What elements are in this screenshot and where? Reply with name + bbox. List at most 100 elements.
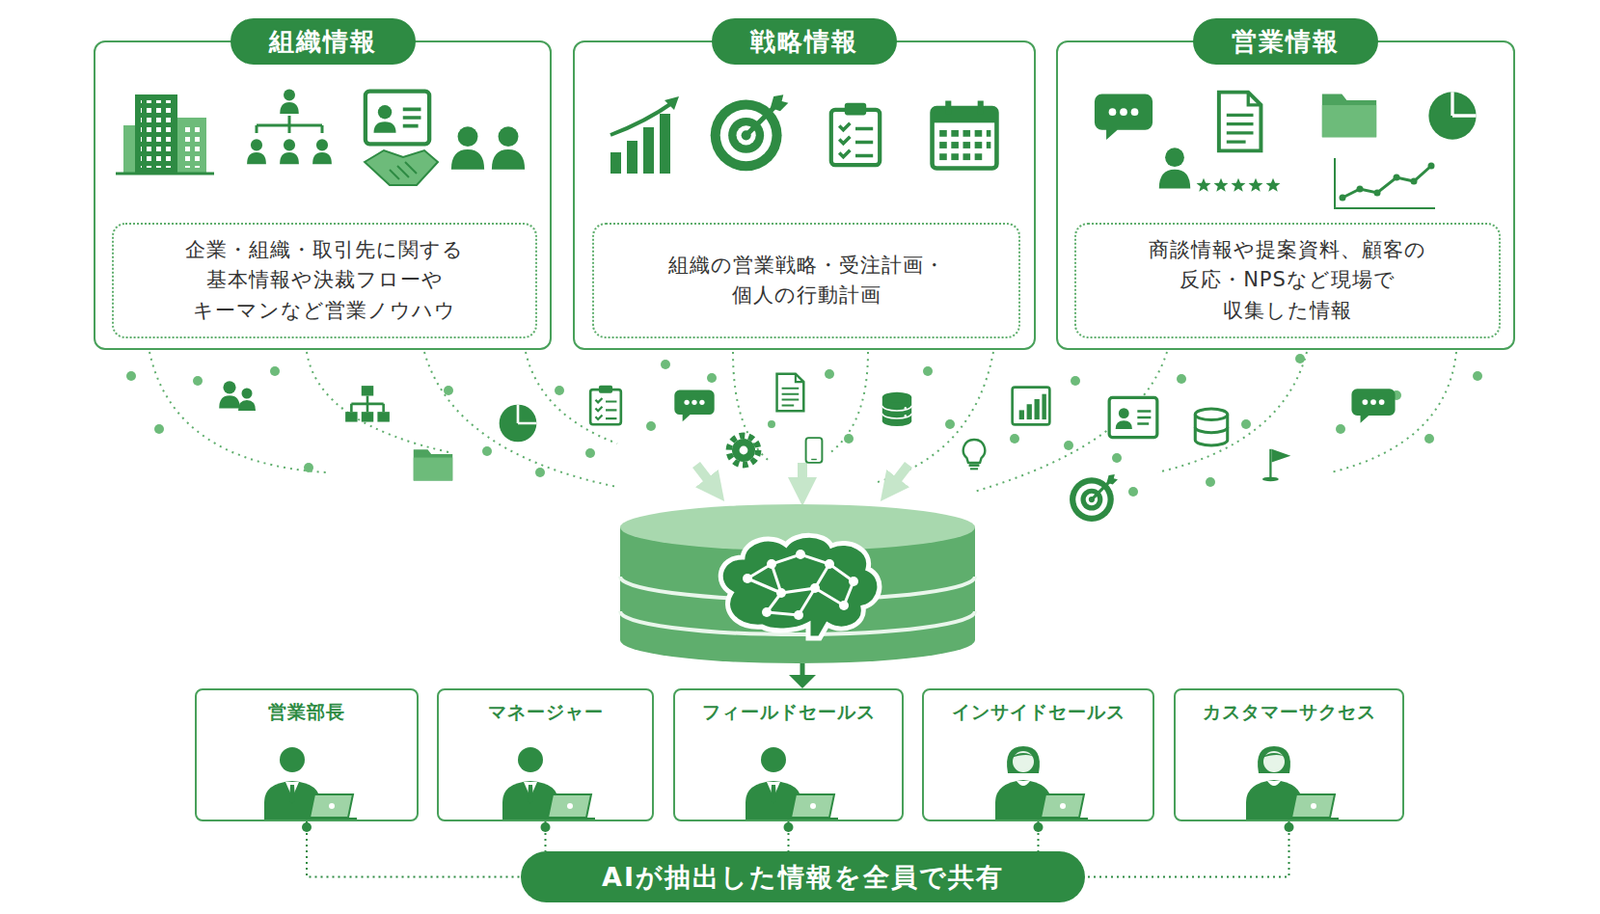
gear-icon: [729, 435, 759, 465]
id-card-handshake-icon: [365, 91, 430, 145]
chat-icon: [674, 390, 714, 423]
bar-chart-icon: [1012, 387, 1051, 426]
group-heading: 組織情報: [230, 18, 416, 65]
scatter-dots: [270, 366, 280, 377]
flow-curves: [877, 352, 994, 483]
pie-chart-icon: [499, 405, 538, 443]
scatter-dots: [1295, 353, 1305, 364]
line-chart-icon: [1410, 178, 1418, 186]
manager-figure: [502, 747, 596, 822]
manager-figure: [264, 747, 357, 822]
info-group: 戦略情報組織の営業戦略・受注計画・ 個人の行動計画: [572, 40, 1036, 351]
connector-dot: [301, 822, 312, 833]
scatter-dots: [945, 419, 955, 430]
share-connector: [541, 821, 551, 852]
checklist-icon: [590, 385, 622, 425]
person-icon: [238, 388, 256, 412]
checklist-icon: [831, 103, 880, 165]
customer-rating-icon: [1159, 147, 1281, 191]
building-icon: [177, 117, 207, 174]
flow-curves: [424, 352, 618, 488]
scatter-dots: [482, 446, 492, 457]
label-text: インサイドセールス: [923, 700, 1153, 726]
output-arrow: [788, 675, 816, 689]
role-box: フィールドセールス: [673, 688, 904, 822]
flow-curves: [1330, 352, 1457, 473]
output-arrow: [800, 663, 806, 678]
scatter-dots: [1205, 477, 1216, 488]
output-arrow: [788, 663, 816, 689]
flow-curves: [974, 352, 1167, 492]
org-chart-icon: [246, 89, 332, 165]
scatter-dots: [1241, 419, 1251, 430]
flow-curves: [149, 352, 326, 473]
customer-rating-icon: [1248, 178, 1264, 192]
scatter-dots: [154, 424, 164, 434]
brain-icon: [742, 573, 753, 584]
id-card-handshake-icon: [364, 150, 438, 186]
building-icon: [123, 125, 137, 174]
group-heading: 戦略情報: [711, 18, 897, 65]
label-text: フィールドセールス: [675, 700, 902, 726]
line-chart-icon: [1342, 165, 1432, 198]
scatter-dots: [1472, 371, 1483, 381]
description-text: 商談情報や提案資料、顧客の 反応・NPSなど現場で 収集した情報: [1137, 235, 1438, 327]
growth-chart-icon: [664, 96, 679, 110]
growth-chart-icon: [610, 96, 679, 174]
org-chart-icon: [312, 138, 332, 164]
scatter-dots: [824, 369, 835, 380]
customer-rating-icon: [1196, 178, 1212, 192]
line-chart-icon: [1334, 158, 1436, 209]
label-text: マネージャー: [438, 700, 652, 726]
brain-icon: [810, 583, 820, 594]
org-icon: [345, 385, 390, 422]
database-icon: [882, 392, 912, 427]
scatter-dots: [126, 353, 1483, 497]
document-icon: [777, 374, 805, 412]
scatter-dots: [922, 366, 933, 377]
info-group: 組織情報企業・組織・取引先に関する 基本情報や決裁フローや キーマンなど営業ノウ…: [93, 40, 552, 351]
connector-line: [544, 821, 547, 852]
brain-icon: [839, 600, 849, 611]
flow-curves: [829, 352, 868, 454]
description-text: 組織の営業戦略・受注計画・ 個人の行動計画: [655, 250, 957, 312]
scatter-dots: [1424, 433, 1435, 444]
description-box: 組織の営業戦略・受注計画・ 個人の行動計画: [592, 222, 1021, 339]
brain-icon: [824, 559, 835, 570]
scatter-dots: [1070, 376, 1081, 386]
scatter-dots: [706, 373, 717, 383]
connector-line: [1037, 821, 1040, 852]
customer-rating-icon: [1231, 178, 1247, 192]
scatter-dots: [843, 433, 854, 444]
id-card-icon: [1109, 397, 1158, 437]
id-card-handshake-icon: [364, 91, 438, 186]
building-icon: [181, 123, 203, 168]
chat-icon: [1351, 388, 1395, 424]
growth-chart-icon: [610, 102, 674, 136]
org-chart-icon: [279, 138, 299, 164]
flow-curves: [149, 352, 1457, 492]
brain-icon: [720, 535, 880, 639]
description-text: 企業・組織・取引先に関する 基本情報や決裁フローや キーマンなど営業ノウハウ: [174, 235, 476, 327]
scatter-dots: [1335, 424, 1346, 434]
connector-line: [1084, 821, 1290, 878]
people-icon: [491, 126, 525, 170]
building-icon: [115, 172, 215, 176]
scatter-dots: [1063, 440, 1074, 451]
people-icon: [451, 126, 525, 170]
share-connector: [1084, 821, 1295, 878]
brain-icon: [766, 559, 777, 570]
flow-arrows: [797, 462, 808, 492]
brain-icon: [795, 549, 806, 560]
folder-icon: [1322, 94, 1377, 138]
scatter-dots: [660, 359, 671, 370]
share-connector: [301, 821, 521, 878]
info-group: 営業情報商談情報や提案資料、顧客の 反応・NPSなど現場で 収集した情報: [1056, 40, 1516, 351]
org-chart-icon: [256, 115, 323, 134]
ai-database: [620, 527, 976, 664]
customer-rating-icon: [1159, 147, 1191, 189]
scatter-dots: [1176, 374, 1187, 384]
scatter-dots: [443, 385, 454, 396]
customer-rating-icon: [1266, 178, 1281, 192]
